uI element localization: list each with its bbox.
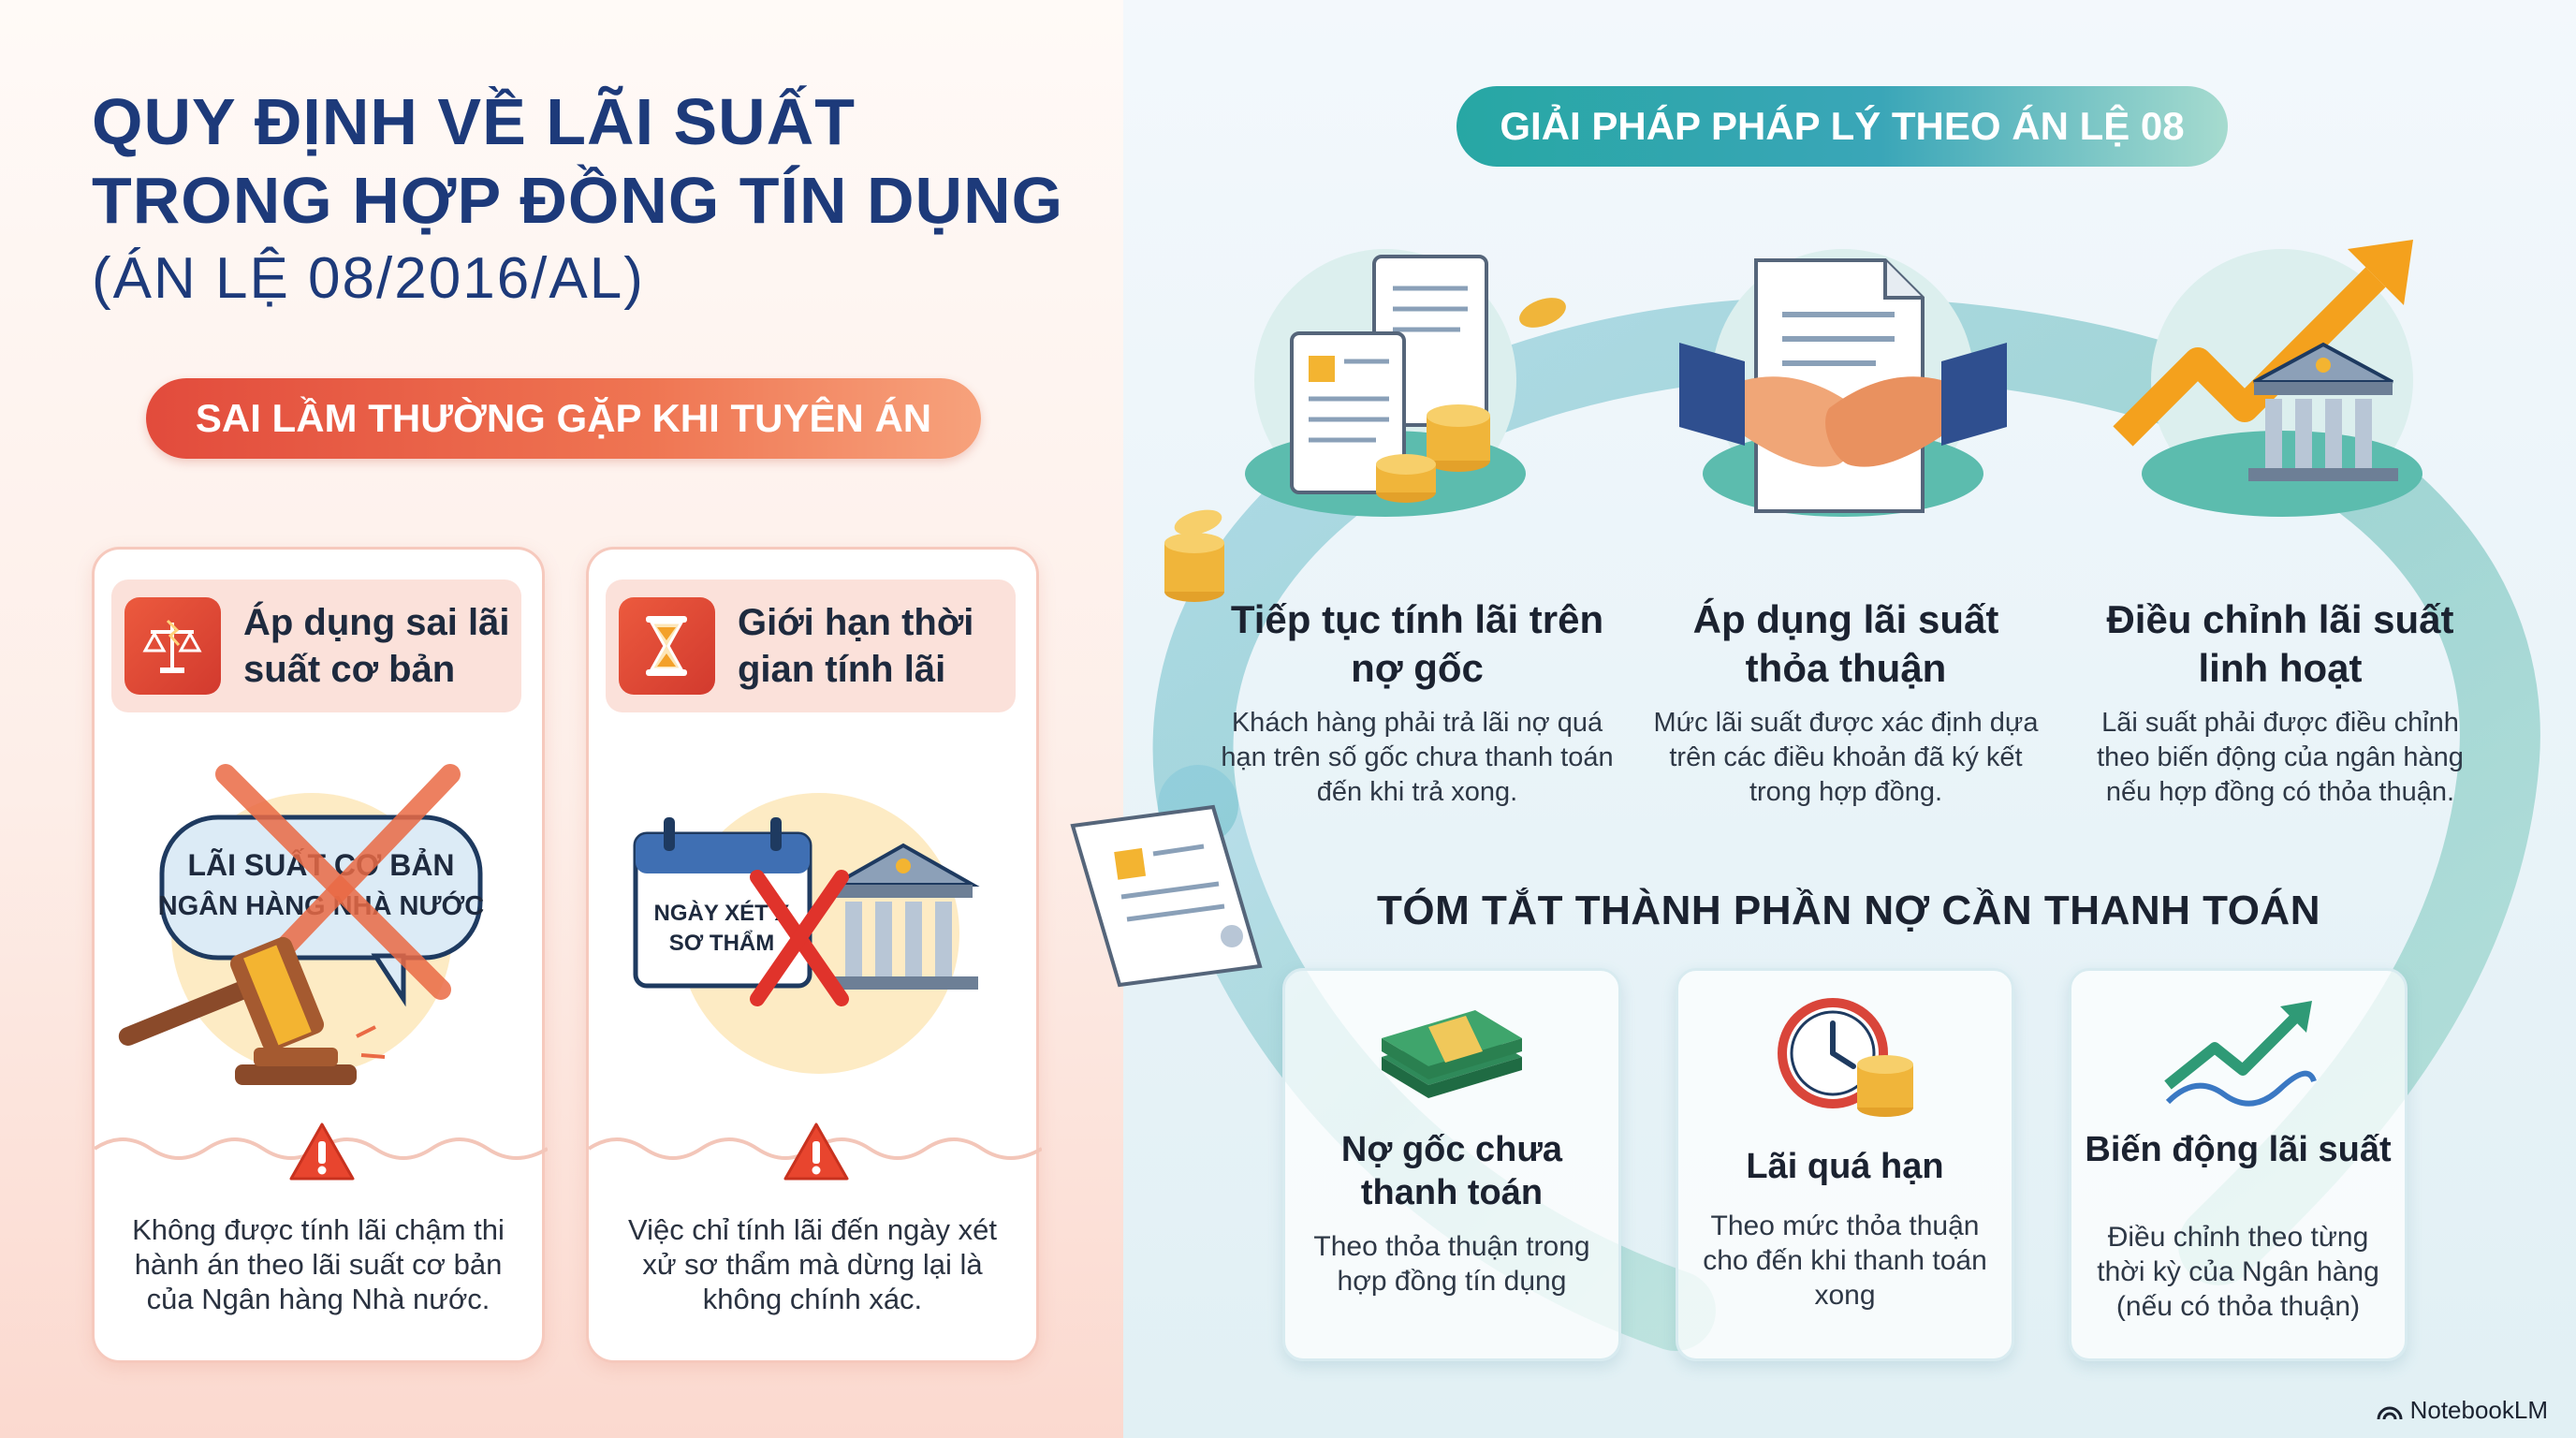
scales-icon — [124, 597, 221, 695]
gavel-icon — [118, 936, 357, 1085]
money-stack-icon — [1382, 1010, 1522, 1098]
document-icon — [1290, 255, 1488, 494]
bank-icon — [2248, 342, 2398, 481]
brand-label: NotebookLM — [2409, 1396, 2548, 1424]
summary-card-1: Nợ gốc chưa thanh toán Theo thỏa thuận t… — [1282, 968, 1621, 1361]
mistake-card-1-header: Áp dụng sai lãi suất cơ bản — [111, 580, 521, 712]
mistakes-heading: SAI LẦM THƯỜNG GẶP KHI TUYÊN ÁN — [146, 378, 981, 459]
summary-card-1-description: Theo thỏa thuận trong hợp đồng tín dụng — [1313, 1231, 1590, 1297]
solutions-heading: GIẢI PHÁP PHÁP LÝ THEO ÁN LỆ 08 — [1456, 86, 2228, 167]
hourglass-icon — [619, 597, 715, 695]
mistake-card-1-description: Không được tính lãi chậm thi hành án the… — [132, 1213, 505, 1315]
solution-2-description: Mức lãi suất được xác định dựa trên các … — [1653, 708, 2039, 807]
warning-icon — [783, 1123, 849, 1181]
solution-3: Điều chỉnh lãi suất linh hoạt Lãi suất p… — [2084, 595, 2477, 810]
calendar-line-2: SƠ THẨM — [669, 930, 774, 956]
title-line-3: (ÁN LỆ 08/2016/AL) — [92, 246, 645, 311]
mistake-card-2: Giới hạn thời gian tính lãi NGÀY XÉT X S… — [586, 547, 1042, 1363]
summary-card-2-description: Theo mức thỏa thuận cho đến khi thanh to… — [1703, 1211, 1987, 1311]
summary-card-3: Biến động lãi suất Điều chỉnh theo từng … — [2069, 968, 2408, 1361]
summary-heading: TÓM TẮT THÀNH PHẦN NỢ CẦN THANH TOÁN — [1377, 888, 2320, 933]
mistake-card-1-title: Áp dụng sai lãi suất cơ bản — [242, 602, 510, 690]
mistake-card-2-title: Giới hạn thời gian tính lãi — [737, 602, 974, 690]
solution-1-title: Tiếp tục tính lãi trên nợ gốc — [1230, 597, 1604, 690]
growth-bank-illustration — [2113, 240, 2422, 517]
mistake-card-2-header: Giới hạn thời gian tính lãi — [606, 580, 1016, 712]
summary-card-2-title: Lãi quá hạn — [1746, 1147, 1944, 1186]
solution-2-title: Áp dụng lãi suất thỏa thuận — [1692, 597, 1999, 690]
handshake-illustration — [1679, 249, 2007, 517]
mistake-card-1: Áp dụng sai lãi suất cơ bản LÃI SUẤT CƠ … — [92, 547, 548, 1363]
solution-1: Tiếp tục tính lãi trên nợ gốc Khách hàng… — [1221, 595, 1614, 810]
title-line-2: TRONG HỢP ĐỒNG TÍN DỤNG — [92, 164, 1064, 237]
gavel-illustration: LÃI SUẤT CƠ BẢN NGÂN HÀNG NHÀ NƯỚC — [95, 756, 548, 1111]
solution-3-title: Điều chỉnh lãi suất linh hoạt — [2106, 597, 2454, 690]
growth-arrow-icon — [2113, 267, 2386, 447]
documents-coins-illustration — [1245, 249, 1566, 517]
title-line-1: QUY ĐỊNH VỀ LÃI SUẤT — [92, 85, 856, 158]
warning-icon — [289, 1123, 355, 1181]
bank-icon — [827, 843, 980, 990]
summary-card-3-title: Biến động lãi suất — [2085, 1130, 2392, 1169]
solution-1-description: Khách hàng phải trả lãi nợ quá hạn trên … — [1221, 708, 1614, 807]
handshake-icon — [1679, 343, 2007, 467]
solution-3-description: Lãi suất phải được điều chỉnh theo biến … — [2097, 708, 2464, 807]
solution-2: Áp dụng lãi suất thỏa thuận Mức lãi suất… — [1649, 595, 2042, 810]
calendar-icon: NGÀY XÉT X SƠ THẨM — [633, 817, 812, 989]
notebooklm-logo-icon — [2377, 1406, 2403, 1419]
trend-chart-icon — [2164, 1001, 2317, 1107]
coins-icon — [1376, 298, 1566, 503]
contract-scroll-decoration — [1070, 804, 1263, 988]
coins-stack-decoration — [1164, 509, 1224, 602]
page-title: QUY ĐỊNH VỀ LÃI SUẤT TRONG HỢP ĐỒNG TÍN … — [92, 82, 1063, 318]
notebooklm-brand: NotebookLM — [2377, 1396, 2548, 1425]
mistake-card-2-description: Việc chỉ tính lãi đến ngày xét xử sơ thẩ… — [627, 1213, 998, 1315]
calendar-bank-illustration: NGÀY XÉT X SƠ THẨM — [589, 756, 1042, 1111]
clock-coins-icon — [1778, 998, 1913, 1117]
summary-card-3-description: Điều chỉnh theo từng thời kỳ của Ngân hà… — [2097, 1222, 2379, 1322]
summary-card-1-title: Nợ gốc chưa thanh toán — [1340, 1130, 1563, 1212]
summary-card-2: Lãi quá hạn Theo mức thỏa thuận cho đến … — [1676, 968, 2014, 1361]
